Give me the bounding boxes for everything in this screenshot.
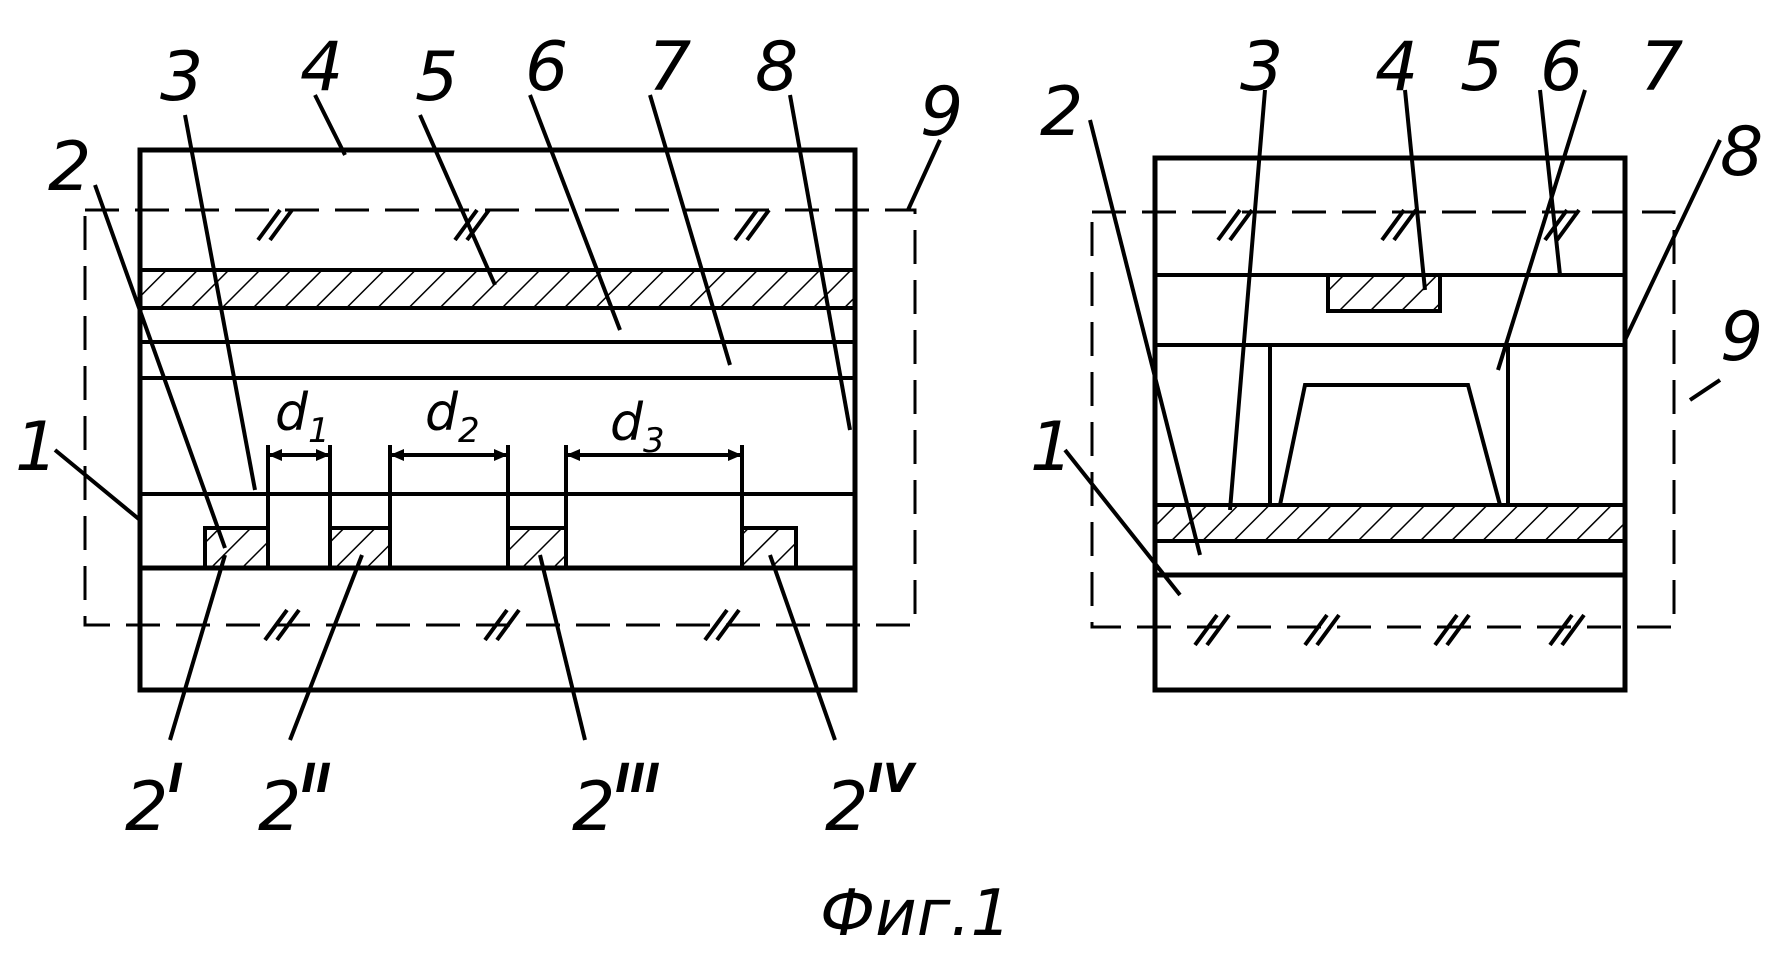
left-view: 1 2 3 4 5 6 7 8 9 d1 d2 d3 2I 2II 2III 2… bbox=[15, 28, 963, 847]
figure-caption: Фиг.1 bbox=[820, 877, 1011, 951]
left-electrode-label-2II: 2II bbox=[258, 756, 331, 847]
left-electrode-label-2III: 2III bbox=[572, 756, 660, 847]
left-label-9: 9 bbox=[920, 73, 963, 152]
left-label-2: 2 bbox=[48, 128, 91, 207]
right-label-4: 4 bbox=[1375, 28, 1418, 107]
left-gap-1 bbox=[268, 445, 330, 568]
right-label-2: 2 bbox=[1040, 73, 1083, 152]
left-label-7: 7 bbox=[648, 28, 691, 107]
right-label-7: 7 bbox=[1640, 28, 1683, 107]
right-label-6: 6 bbox=[1540, 28, 1583, 107]
left-gap-label-d1: d1 bbox=[275, 383, 330, 451]
left-electrode-2IV bbox=[742, 528, 796, 568]
left-label-1: 1 bbox=[15, 408, 58, 487]
right-label-3: 3 bbox=[1240, 28, 1283, 107]
right-label-5: 5 bbox=[1460, 28, 1503, 107]
left-gap-label-d3: d3 bbox=[610, 393, 665, 461]
left-label-8: 8 bbox=[755, 28, 798, 107]
left-dimension-arrows bbox=[268, 449, 742, 461]
left-layer-5-hatched bbox=[140, 270, 855, 308]
left-label-4: 4 bbox=[300, 28, 343, 107]
right-view: 1 2 3 4 5 6 7 8 9 bbox=[1030, 28, 1763, 690]
left-gap-2 bbox=[390, 445, 508, 568]
right-label-8: 8 bbox=[1720, 113, 1763, 192]
left-leader-lines bbox=[55, 95, 940, 740]
left-label-5: 5 bbox=[415, 38, 458, 117]
right-layer-3-hatched bbox=[1155, 505, 1625, 541]
left-electrode-label-2IV: 2IV bbox=[825, 756, 917, 847]
left-label-6: 6 bbox=[525, 28, 568, 107]
left-gap-3 bbox=[566, 445, 742, 568]
left-electrode-2I bbox=[205, 528, 268, 568]
right-label-1: 1 bbox=[1030, 408, 1073, 487]
left-outer-frame bbox=[140, 150, 855, 690]
left-electrode-2III bbox=[508, 528, 566, 568]
left-label-3: 3 bbox=[160, 38, 203, 117]
right-label-9: 9 bbox=[1720, 298, 1763, 377]
left-electrode-label-2I: 2I bbox=[125, 756, 183, 847]
right-pillar-7 bbox=[1270, 345, 1508, 505]
left-gap-label-d2: d2 bbox=[425, 383, 480, 451]
